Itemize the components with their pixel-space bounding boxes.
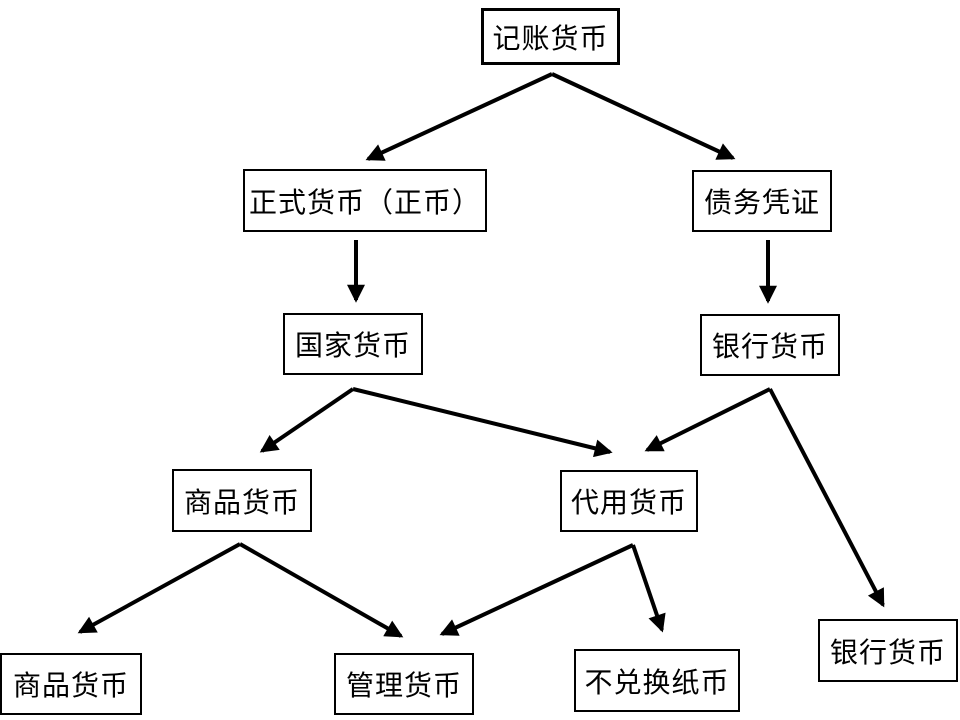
node-commodity-money: 商品货币: [172, 469, 312, 532]
arrow-银行货币-to-代用货币: [644, 387, 771, 452]
node-inconvertible-paper-money: 不兑换纸币: [574, 649, 740, 712]
node-bank-money: 银行货币: [700, 314, 840, 376]
node-bank-money-leaf: 银行货币: [818, 619, 958, 682]
node-substitute-money: 代用货币: [560, 470, 698, 532]
node-state-money: 国家货币: [283, 313, 423, 375]
node-official-money: 正式货币（正币）: [243, 169, 487, 232]
arrow-商品货币-to-管理货币: [239, 542, 404, 638]
arrow-记账货币-to-正式货币（正币）: [365, 72, 553, 161]
arrow-商品货币-to-商品货币(底): [77, 542, 241, 634]
arrow-代用货币-to-不兑换纸币: [631, 544, 666, 633]
node-commodity-money-leaf: 商品货币: [0, 653, 142, 715]
node-managed-money: 管理货币: [334, 653, 474, 715]
arrow-记账货币-to-债务凭证: [551, 72, 736, 160]
arrow-国家货币-to-商品货币: [259, 387, 355, 453]
node-money-of-account: 记账货币: [481, 8, 620, 65]
arrow-代用货币-to-管理货币: [439, 543, 634, 636]
arrow-银行货币-to-银行货币(底): [768, 388, 885, 608]
arrow-国家货币-to-代用货币: [352, 387, 613, 458]
node-debt-certificate: 债务凭证: [692, 170, 832, 232]
